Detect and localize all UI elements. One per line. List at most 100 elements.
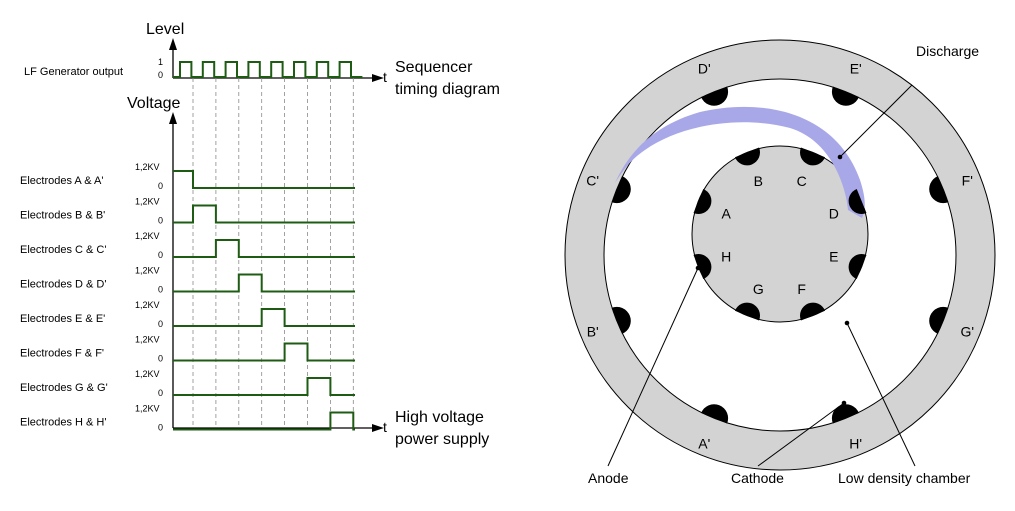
inner-electrode [800,147,826,166]
outer-electrode-label: D' [698,61,711,77]
outer-electrode-label: E' [850,61,862,77]
cathode-label: Cathode [731,470,784,486]
electrode-name: Electrodes E & E' [20,313,105,325]
outer-electrode-label: G' [961,324,975,340]
low-density-leader [846,322,916,467]
electrode-pulse [173,239,355,258]
electrode-row: Electrodes C & C' 1,2KV 0 [20,231,355,260]
generator-time-arrow-icon [372,74,384,82]
inner-electrode [848,188,867,214]
generator-label: LF Generator output [24,66,123,78]
outer-electrode-label: F' [962,172,973,188]
level-high-label: 1,2KV [135,231,160,241]
voltage-label: Voltage [127,95,180,112]
level-low-label: 0 [158,319,163,329]
inner-electrode [800,302,826,321]
outer-electrode [831,404,859,424]
level-axis-arrow-icon [169,38,177,50]
level-high-label: 1,2KV [135,266,160,276]
low-density-dot [844,320,850,326]
electrode-row: Electrodes E & E' 1,2KV 0 [20,300,355,329]
outer-electrode [929,306,949,334]
outer-electrode [831,86,859,106]
inner-electrode [693,188,712,214]
inner-electrode-label: G [753,281,764,297]
electrode-name: Electrodes G & G' [20,382,108,394]
level-low-label: 0 [158,216,163,226]
discharge-label: Discharge [916,43,979,59]
level-high-label: 1,2KV [135,197,160,207]
level-low-label: 0 [158,423,163,433]
cathode-dot [841,400,847,406]
level-low-label: 0 [158,181,163,191]
electrode-name: Electrodes A & A' [20,175,103,187]
electrode-name: Electrodes H & H' [20,417,106,429]
voltage-axis-arrow-icon [169,112,177,124]
outer-electrode [611,176,631,204]
inner-electrode-label: C [797,173,807,189]
electrode-row: Electrodes H & H' 1,2KV 0 [20,404,355,433]
level-label: Level [146,21,184,38]
outer-electrode [701,404,729,424]
electrode-pulse [173,273,355,293]
low-density-label: Low density chamber [838,470,971,486]
electrode-name: Electrodes C & C' [20,244,106,256]
electrode-row: Electrodes G & G' 1,2KV 0 [20,369,355,398]
outer-electrode [701,86,729,106]
level-low-label: 0 [158,285,163,295]
timing-diagram: Level t LF Generator output 1 0 Sequence… [20,21,500,448]
electrode-row: Electrodes A & A' 1,2KV 0 [20,162,355,191]
generator-high-label: 1 [158,57,163,67]
outer-electrode [611,306,631,334]
generator-low-label: 0 [158,70,163,80]
electrode-name: Electrodes F & F' [20,348,104,360]
inner-electrode [734,147,760,166]
timing-grid [192,78,354,428]
outer-electrodes: D'E'F'G'H'A'B'C' [586,61,974,452]
anode-leader [607,267,699,467]
level-high-label: 1,2KV [135,404,160,414]
power-caption-line1: High voltage [395,409,484,426]
anode-dot [695,265,701,271]
electrode-pulse [173,204,355,224]
anode-label: Anode [588,470,629,486]
inner-electrode [848,254,867,280]
inner-electrode-label: B [754,173,763,189]
generator-t-label: t [383,69,387,85]
level-low-label: 0 [158,250,163,260]
inner-electrode-label: D [829,205,839,221]
outer-electrode-label: A' [698,435,710,451]
inner-electrode-label: E [829,249,838,265]
power-caption-line2: power supply [395,431,489,448]
outer-electrode [929,176,949,204]
inner-electrode [734,302,760,321]
sequencer-caption-line2: timing diagram [395,81,500,98]
level-low-label: 0 [158,388,163,398]
level-low-label: 0 [158,354,163,364]
outer-electrode-label: C' [586,172,599,188]
electrode-row: Electrodes F & F' 1,2KV 0 [20,335,355,364]
voltage-time-arrow-icon [372,424,384,432]
level-high-label: 1,2KV [135,369,160,379]
discharge-dot [837,154,843,160]
sequencer-caption-line1: Sequencer [395,59,473,76]
inner-electrode-label: F [797,281,806,297]
electrode-pulse [173,170,355,189]
level-high-label: 1,2KV [135,162,160,172]
electrode-pulse [173,411,355,431]
level-high-label: 1,2KV [135,300,160,310]
electrode-pulse [173,342,355,362]
inner-electrode-label: A [722,205,732,221]
outer-electrode-label: B' [587,324,599,340]
cathode-leader [757,402,845,467]
cathode-body [691,145,869,323]
electrode-pulse [173,377,355,396]
electrode-pulse [173,308,355,327]
level-high-label: 1,2KV [135,335,160,345]
